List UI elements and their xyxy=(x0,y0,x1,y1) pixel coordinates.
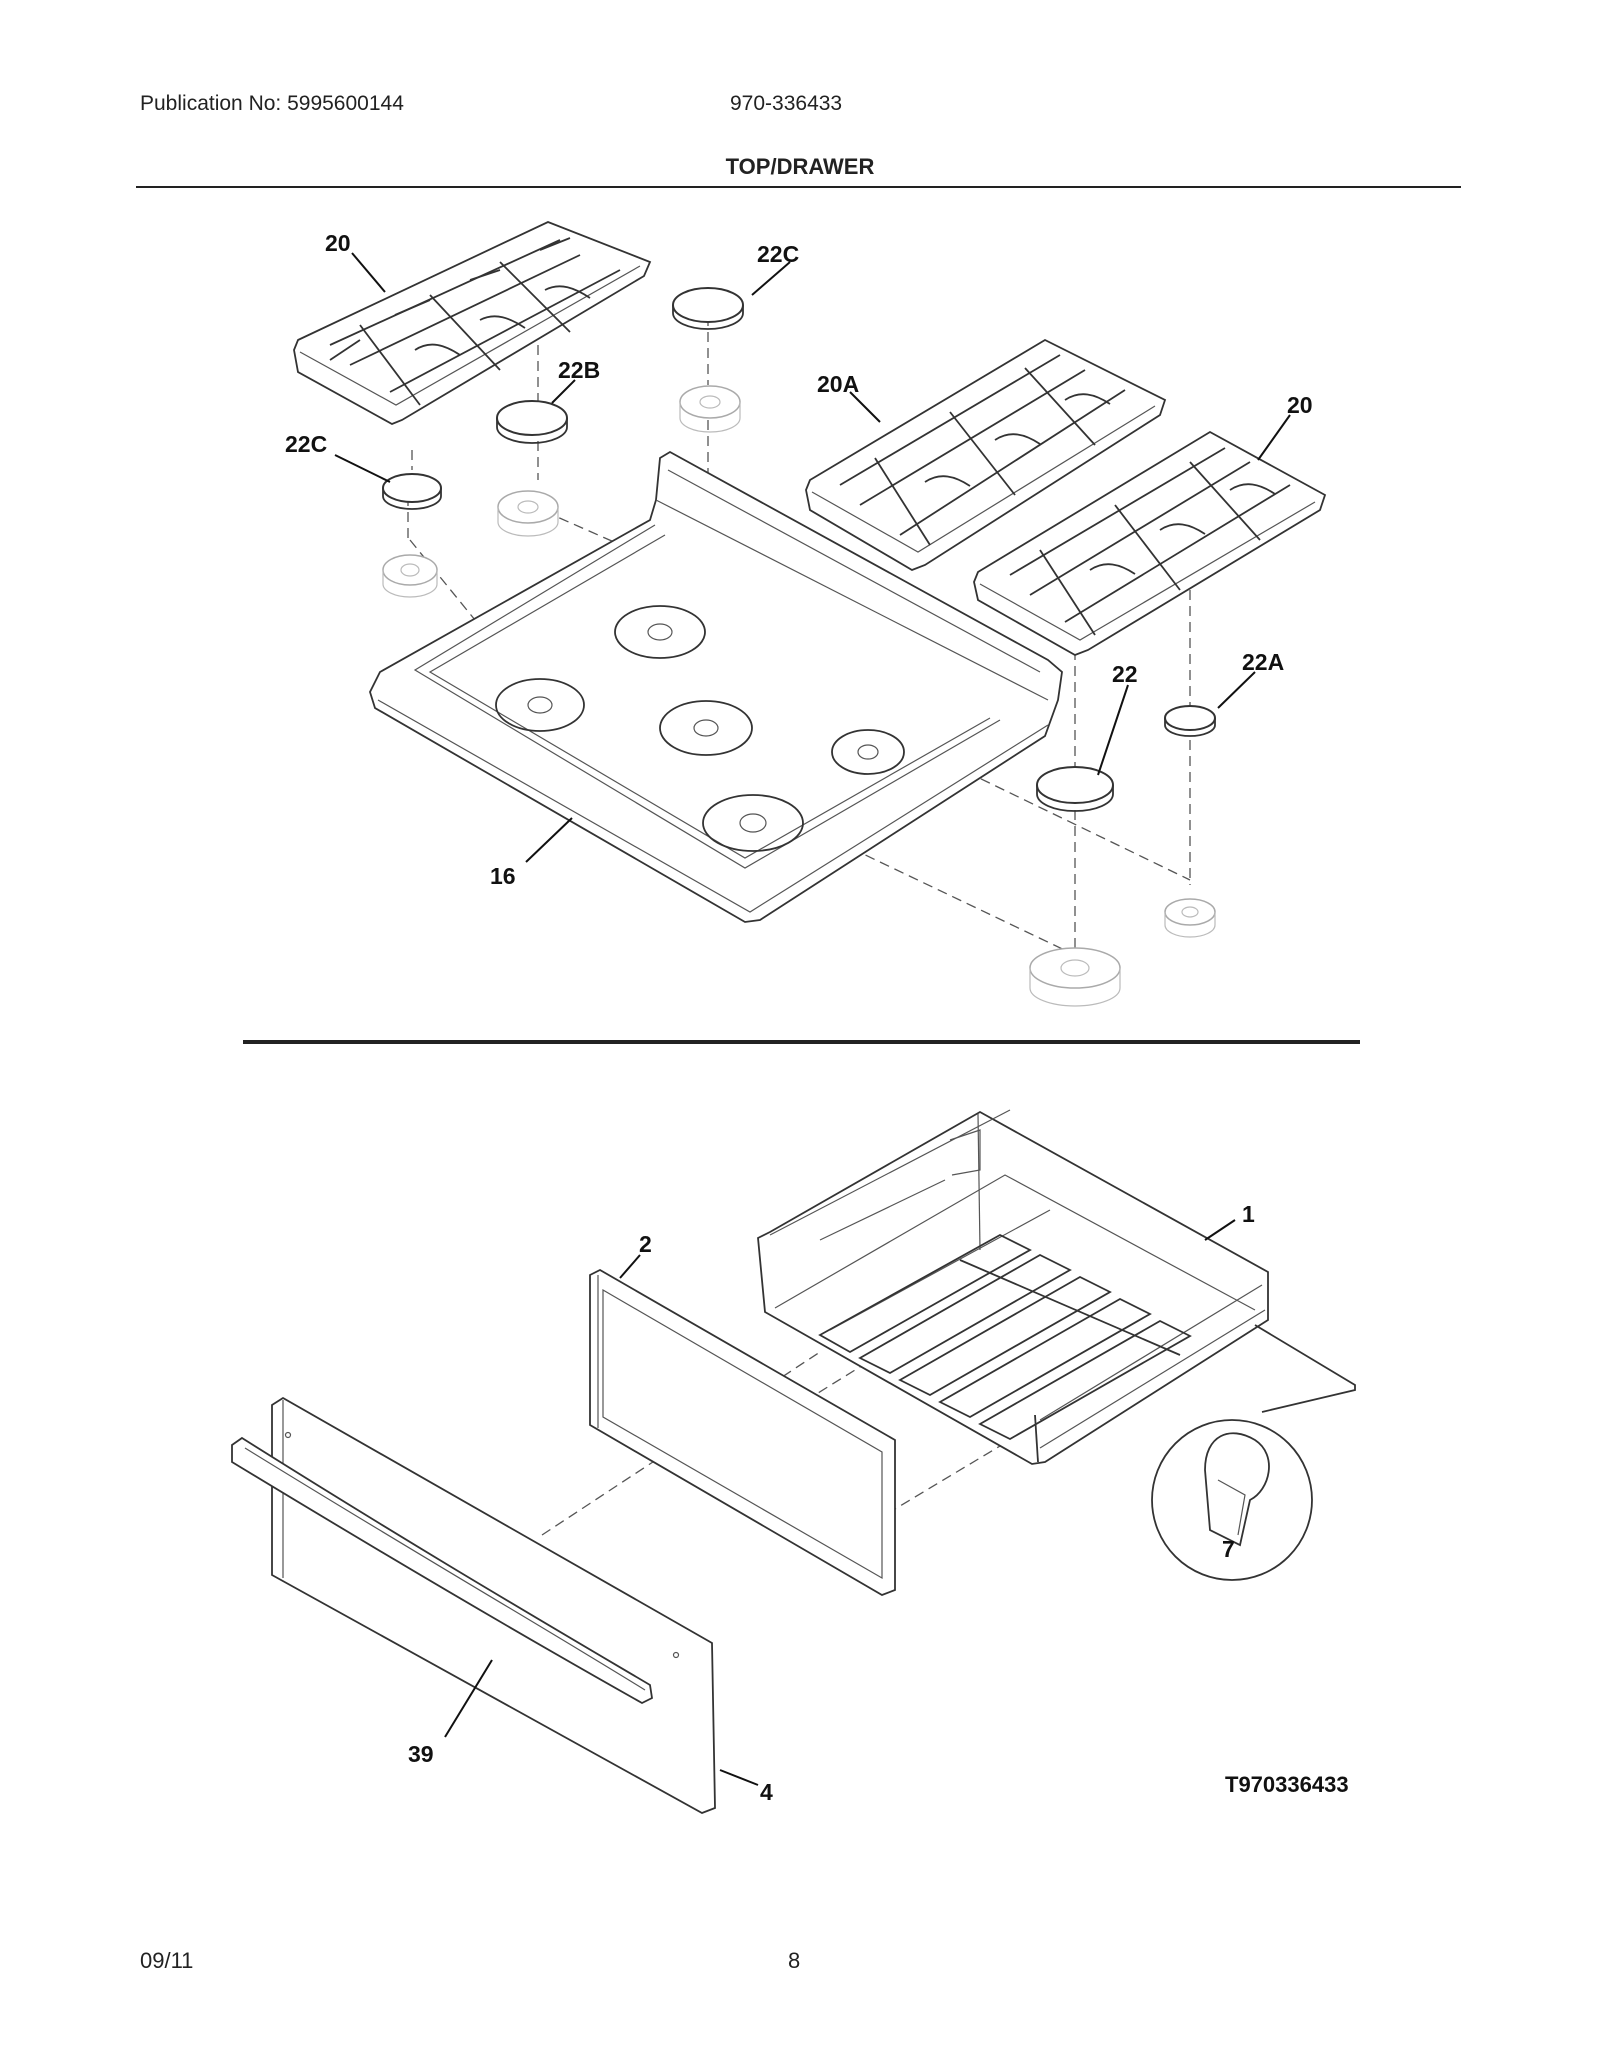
cooktop-main-top xyxy=(369,450,1063,923)
callout-4: 4 xyxy=(760,1779,773,1805)
model-number: 970-336433 xyxy=(730,92,843,115)
header-rule xyxy=(136,186,1461,188)
callout-2: 2 xyxy=(639,1231,652,1257)
callout-20-right: 20 xyxy=(1287,392,1313,418)
burner-head-ghost xyxy=(497,490,559,537)
burner-cap-22c-top xyxy=(672,287,744,330)
drawer-assembly: 1 2 7 4 39 T970336433 xyxy=(231,1109,1356,1814)
burner-head-ghost xyxy=(1164,898,1216,938)
burner-head-ghost xyxy=(1029,947,1121,1007)
callout-22c-top: 22C xyxy=(757,241,799,267)
page-number: 8 xyxy=(788,1948,801,1973)
burner-head-ghost xyxy=(382,554,438,598)
burner-head-ghost xyxy=(679,385,741,433)
callout-20a: 20A xyxy=(817,371,859,397)
callout-16: 16 xyxy=(490,863,516,889)
grate-left xyxy=(293,221,652,425)
burner-opening xyxy=(831,729,905,775)
callout-7: 7 xyxy=(1222,1536,1235,1562)
burner-cap-22a xyxy=(1164,705,1216,737)
grate-center xyxy=(805,338,1167,571)
burner-opening xyxy=(614,605,706,659)
grate-right xyxy=(973,430,1327,656)
burner-opening xyxy=(702,794,804,852)
burner-cap-22b xyxy=(496,400,568,444)
drawer-panel xyxy=(589,1268,896,1596)
drawer-body xyxy=(757,1109,1269,1465)
burner-opening xyxy=(495,678,585,732)
callout-1: 1 xyxy=(1242,1201,1255,1227)
diagram-reference-code: T970336433 xyxy=(1225,1772,1349,1797)
callout-22a: 22A xyxy=(1242,649,1284,675)
section-divider xyxy=(243,1040,1360,1044)
callout-22c-left: 22C xyxy=(285,431,327,457)
burner-opening xyxy=(659,700,753,756)
cooktop-assembly: 20 22C 22B 22C 20A 20 22 22A 16 xyxy=(285,221,1327,1007)
callout-20-left: 20 xyxy=(325,230,351,256)
drawer-handle xyxy=(231,1436,653,1705)
section-title: TOP/DRAWER xyxy=(725,154,875,179)
callout-22b: 22B xyxy=(558,357,600,383)
callout-22: 22 xyxy=(1112,661,1138,687)
clip-detail xyxy=(1151,1324,1356,1581)
callout-39: 39 xyxy=(408,1741,434,1767)
publication-number: Publication No: 5995600144 xyxy=(140,92,404,115)
burner-cap-22c-left xyxy=(382,473,442,510)
burner-cap-22 xyxy=(1036,766,1114,812)
footer-date: 09/11 xyxy=(140,1948,194,1973)
